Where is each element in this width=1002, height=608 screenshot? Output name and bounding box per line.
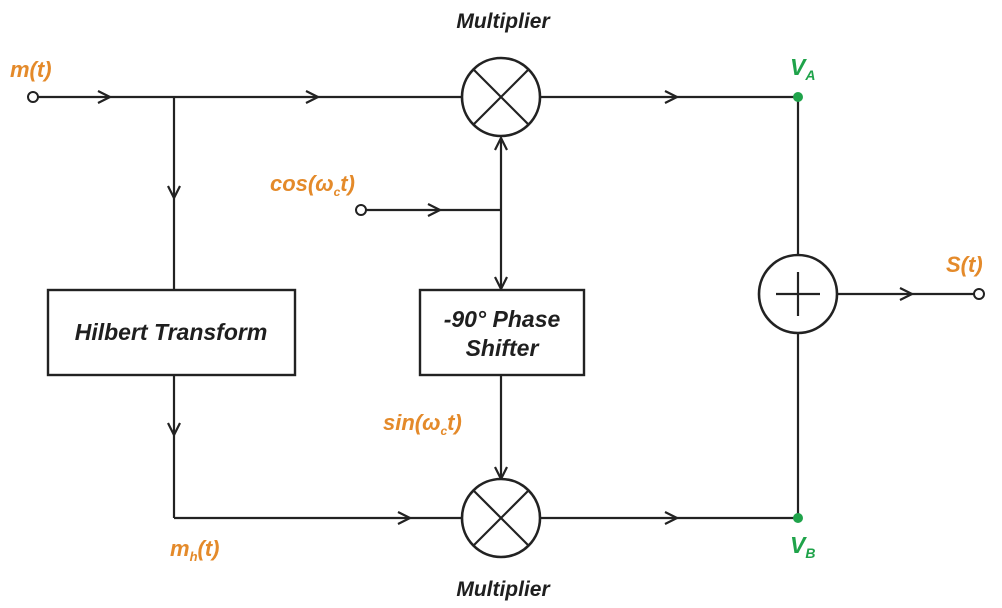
mh-label-tail: (t)	[198, 536, 220, 561]
arrow-vb-line	[664, 511, 680, 525]
cos-label-main: cos(ω	[270, 171, 334, 196]
multiplier-top-caption: Multiplier	[456, 10, 551, 33]
sin-label-tail: t)	[447, 410, 462, 435]
multiplier-top	[460, 56, 542, 138]
hilbert-transform-block	[46, 288, 297, 377]
vb-label: VB	[790, 532, 815, 561]
multiplier-bottom	[460, 477, 542, 559]
phase-shifter-label-line2: Shifter	[466, 335, 540, 361]
arrow-up-to-mult-top	[494, 135, 508, 151]
sin-label-main: sin(ω	[383, 410, 440, 435]
output-label-s: S(t)	[946, 252, 983, 277]
sin-label: sin(ωct)	[383, 410, 462, 438]
arrow-top-line	[305, 90, 321, 104]
va-label-subscript: A	[804, 67, 815, 83]
input-terminal-cos	[355, 204, 367, 216]
vb-label-main: V	[790, 532, 807, 558]
mh-label-main: m	[170, 536, 190, 561]
cos-label-tail: t)	[340, 171, 355, 196]
va-label-main: V	[790, 54, 807, 80]
arrow-down-to-hilbert	[167, 185, 181, 201]
arrow-input	[97, 90, 113, 104]
vb-label-subscript: B	[805, 545, 815, 561]
cos-label-subscript: c	[334, 185, 341, 199]
arrow-cos-line	[427, 203, 443, 217]
cos-label: cos(ωct)	[270, 171, 355, 199]
junction-va	[793, 92, 803, 102]
junction-vb	[793, 513, 803, 523]
arrow-mh-line	[397, 511, 413, 525]
sin-label-subscript: c	[440, 424, 447, 438]
arrow-output	[899, 287, 915, 301]
phase-shifter-label-line1: -90° Phase	[444, 306, 561, 332]
va-label: VA	[790, 54, 815, 83]
arrow-va-line	[664, 90, 680, 104]
summer-adder	[757, 253, 839, 335]
arrow-down-from-hilbert	[167, 422, 181, 438]
mh-label: mh(t)	[170, 536, 220, 564]
multiplier-bottom-caption: Multiplier	[456, 578, 551, 601]
phase-shifter-block	[418, 288, 586, 377]
input-terminal-m	[27, 91, 39, 103]
input-label-m: m(t)	[10, 57, 52, 82]
output-terminal-s	[973, 288, 985, 300]
hilbert-label: Hilbert Transform	[75, 319, 268, 345]
mh-label-subscript: h	[190, 549, 198, 564]
